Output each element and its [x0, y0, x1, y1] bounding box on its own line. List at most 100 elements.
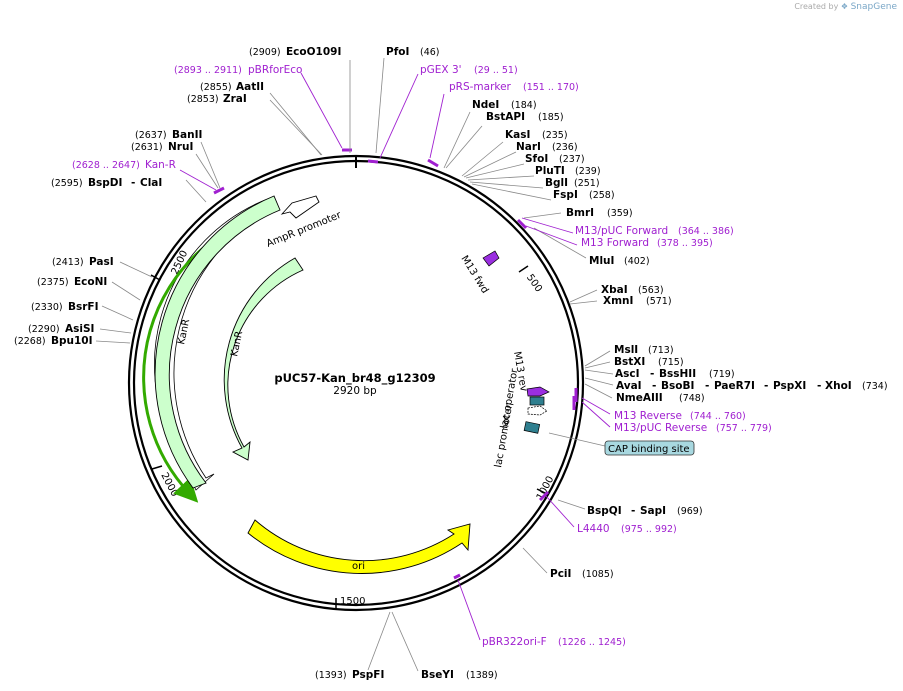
- m13-rev-arrow: [526, 386, 550, 397]
- m13-rev-primer-range: (744 .. 760): [690, 411, 746, 422]
- lac-promoter-arrow: [527, 405, 548, 416]
- sapi-name: SapI: [640, 505, 666, 517]
- pasi-name: PasI: [89, 256, 114, 268]
- ndei-pos: (184): [511, 100, 537, 111]
- m13puc-fwd-range: (364 .. 386): [678, 226, 734, 237]
- sfoi-pos: (237): [559, 154, 585, 165]
- ampr-promoter-label: AmpR promoter: [265, 209, 344, 249]
- sapi-pos: (969): [677, 506, 703, 517]
- m13puc-rev-name: M13/pUC Reverse: [614, 422, 707, 434]
- primer-labels: (2893 .. 2911) pBRforEco pGEX 3' (29 .. …: [72, 64, 772, 648]
- ori-arrow: [247, 519, 471, 574]
- bgli-pos: (251): [574, 178, 600, 189]
- clai-name: ClaI: [140, 177, 162, 189]
- fspi-name: FspI: [553, 189, 578, 201]
- bspqi-name: BspQI: [587, 505, 622, 517]
- pcii-name: PciI: [550, 568, 571, 580]
- bseyi-name: BseYI: [421, 669, 454, 681]
- ampr-promoter-arrow: [280, 195, 320, 219]
- m13-fwd-primer-range: (378 .. 395): [657, 238, 713, 249]
- plasmid-length: 2920 bp: [333, 385, 377, 397]
- xhoi-name: XhoI: [825, 380, 852, 392]
- tick-label-1500: 1500: [340, 596, 365, 607]
- kanr-inner-arrow: [223, 257, 304, 461]
- kanr-outer-label: KanR: [176, 318, 192, 346]
- kanr-outer-arrow: [154, 195, 281, 489]
- pspxi-dash: -: [764, 380, 768, 392]
- cap-binding-site-label: CAP binding site: [608, 444, 690, 455]
- kanr-primer-name: Kan-R: [145, 159, 176, 171]
- bgli-name: BglI: [545, 177, 568, 189]
- nmeaiii-pos: (748): [679, 393, 705, 404]
- m13-rev-primer-name: M13 Reverse: [614, 410, 682, 422]
- snapgene-logo-icon: ❖: [840, 2, 849, 11]
- xhoi-pos: (734): [862, 381, 888, 392]
- l4440-name: L4440: [577, 523, 610, 535]
- zrai-name: ZraI: [223, 93, 247, 105]
- bsshii-name: BssHII: [659, 368, 696, 380]
- ori-label: ori: [352, 561, 365, 572]
- m13puc-fwd-name: M13/pUC Forward: [575, 225, 668, 237]
- clai-dash: -: [131, 177, 135, 189]
- kanr-inner-label: KanR: [229, 330, 245, 358]
- pgex3-name: pGEX 3': [420, 64, 462, 76]
- pfoi-pos: (46): [420, 47, 440, 58]
- bpu10i-pos: (2268): [14, 336, 46, 347]
- tick-label-2000: 2000: [158, 471, 180, 499]
- bpu10i-name: Bpu10I: [51, 335, 93, 347]
- banii-pos: (2637): [135, 130, 167, 141]
- avai-name: AvaI: [616, 380, 642, 392]
- mlui-name: MluI: [589, 255, 614, 267]
- m13puc-rev-range: (757 .. 779): [716, 423, 772, 434]
- primer-leaders: [179, 72, 611, 641]
- plasmid-name: pUC57-Kan_br48_g12309: [274, 371, 435, 386]
- pbr322ori-range: (1226 .. 1245): [558, 637, 626, 648]
- bstapi-name: BstAPI: [486, 111, 525, 123]
- asci-name: AscI: [615, 368, 640, 380]
- pgex3-range: (29 .. 51): [474, 65, 518, 76]
- bstxi-pos: (715): [658, 357, 684, 368]
- bsrfi-pos: (2330): [31, 302, 63, 313]
- snapgene-credit: Created by ❖ SnapGene: [794, 2, 897, 12]
- tick-label-1000: 1000: [535, 474, 557, 502]
- kasi-pos: (235): [542, 130, 568, 141]
- bstapi-pos: (185): [538, 112, 564, 123]
- fspi-pos: (258): [589, 190, 615, 201]
- pluti-pos: (239): [575, 166, 601, 177]
- cap-site-leader: [548, 432, 606, 447]
- cap-site-box: [523, 421, 541, 434]
- credit-prefix: Created by: [794, 2, 839, 11]
- bmri-name: BmrI: [566, 207, 594, 219]
- ecoo109i-name: EcoO109I: [286, 46, 341, 58]
- sfoi-name: SfoI: [525, 153, 548, 165]
- xmni-pos: (571): [646, 296, 672, 307]
- lac-promoter-label: lac promoter: [493, 403, 515, 469]
- bspdi-name: BspDI: [88, 177, 122, 189]
- xbai-pos: (563): [638, 285, 664, 296]
- m13-fwd-primer-name: M13 Forward: [581, 237, 649, 249]
- xmni-name: XmnI: [603, 295, 633, 307]
- asisi-pos: (2290): [28, 324, 60, 335]
- pspxi-name: PspXI: [773, 380, 806, 392]
- sapi-dash: -: [631, 505, 635, 517]
- ndei-name: NdeI: [472, 99, 499, 111]
- nari-name: NarI: [516, 141, 541, 153]
- cap-binding-site-badge: [604, 440, 695, 456]
- pbrforeco-name: pBRforEco: [248, 64, 302, 76]
- tick-label-500: 500: [524, 272, 544, 294]
- bsshii-dash: -: [650, 368, 654, 380]
- aatii-name: AatII: [236, 81, 264, 93]
- bspdi-pos: (2595): [51, 178, 83, 189]
- pbr322ori-name: pBR322ori-F: [482, 636, 547, 648]
- mlui-pos: (402): [624, 256, 650, 267]
- pfoi-name: PfoI: [386, 46, 409, 58]
- banii-name: BanII: [172, 129, 202, 141]
- bmri-pos: (359): [607, 208, 633, 219]
- enzyme-leaders: [95, 57, 614, 672]
- nrui-pos: (2631): [131, 142, 163, 153]
- bsobi-name: BsoBI: [661, 380, 694, 392]
- pcii-pos: (1085): [582, 569, 614, 580]
- aatii-pos: (2855): [200, 82, 232, 93]
